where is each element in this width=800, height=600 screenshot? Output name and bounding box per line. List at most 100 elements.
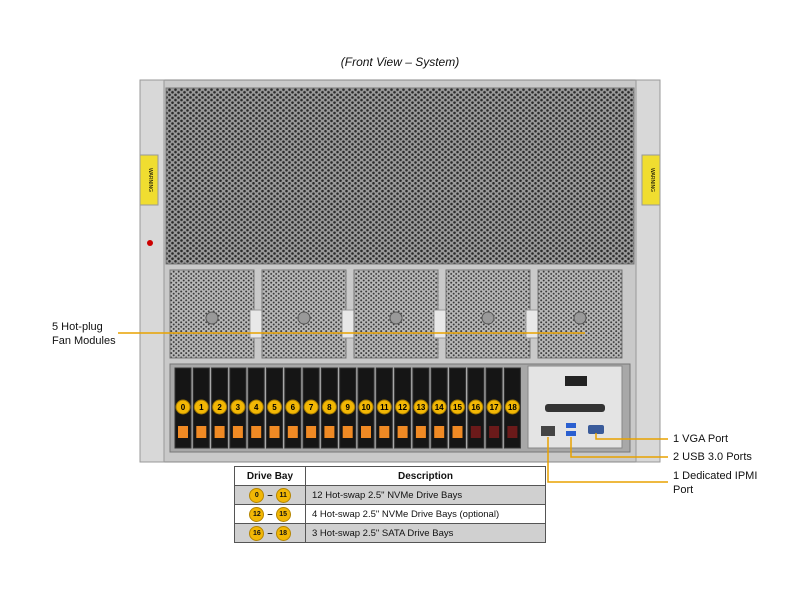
ipmi-port-label: 1 Dedicated IPMI Port	[673, 470, 758, 496]
fan-hub	[481, 311, 495, 325]
drive-number-badge	[358, 399, 374, 415]
table-row: 0–11 12 Hot-swap 2.5" NVMe Drive Bays	[234, 485, 546, 505]
figure-title: (Front View – System)	[340, 55, 460, 69]
table-header-row: Drive Bay Description	[234, 466, 546, 486]
drive-number: 5	[272, 403, 277, 412]
drive-number-badge	[395, 399, 411, 415]
drive-latch	[342, 426, 353, 438]
fan-hub	[297, 311, 311, 325]
drive-bay-9[interactable]: 9	[339, 367, 357, 449]
drive-bay-1[interactable]: 1	[192, 367, 210, 449]
drive-number: 11	[380, 403, 389, 412]
drive-number: 8	[327, 403, 332, 412]
drive-bay-10[interactable]: 10	[357, 367, 375, 449]
bay-badge: 0	[249, 487, 265, 503]
warning-text: WARNING	[649, 168, 655, 192]
drive-number-badge	[376, 399, 392, 415]
drive-bay-0[interactable]: 0	[174, 367, 192, 449]
row-description: 4 Hot-swap 2.5" NVMe Drive Bays (optiona…	[305, 504, 546, 524]
drive-bay-17[interactable]: 17	[485, 367, 503, 449]
fan-hub	[573, 311, 587, 325]
drive-number-badge	[248, 399, 264, 415]
header-drive-bay: Drive Bay	[234, 466, 306, 486]
drive-bay-7[interactable]: 7	[302, 367, 320, 449]
vga-port-label: 1 VGA Port	[673, 433, 729, 445]
callout-lines	[118, 332, 668, 483]
drive-latch	[415, 426, 426, 438]
drive-latch	[214, 426, 225, 438]
gpu-tray-grill	[165, 87, 635, 265]
drive-number: 3	[236, 403, 241, 412]
warning-text: WARNING	[147, 168, 153, 192]
drive-number: 12	[398, 403, 407, 412]
drive-number: 6	[291, 403, 296, 412]
fan-handle[interactable]	[525, 309, 539, 339]
drive-bay-table: Drive Bay Description 0–11 12 Hot-swap 2…	[234, 466, 546, 543]
drive-latch	[470, 426, 481, 438]
io-handle	[545, 404, 605, 412]
drive-number: 18	[508, 403, 517, 412]
table-row: 16–18 3 Hot-swap 2.5" SATA Drive Bays	[234, 523, 546, 543]
drive-latch	[251, 426, 262, 438]
ipmi-port	[541, 426, 555, 436]
right-warning-label	[641, 154, 661, 206]
drive-number: 17	[490, 403, 499, 412]
drive-bay-5[interactable]: 5	[266, 367, 283, 449]
drive-number-badge	[340, 399, 356, 415]
drive-bay-6[interactable]: 6	[284, 367, 302, 449]
drive-latch	[196, 426, 207, 438]
vga-port	[588, 425, 604, 434]
drive-number-badge	[303, 399, 319, 415]
row-description: 12 Hot-swap 2.5" NVMe Drive Bays	[305, 485, 546, 505]
bay-badge: 15	[275, 506, 291, 522]
bay-badge: 18	[275, 525, 291, 541]
drive-number: 7	[309, 403, 314, 412]
drive-number-badge	[230, 399, 246, 415]
drive-number: 16	[471, 403, 480, 412]
drive-latch	[324, 426, 335, 438]
header-description: Description	[305, 466, 546, 486]
drive-number: 10	[362, 403, 371, 412]
drive-number-badge	[504, 399, 520, 415]
drive-latch	[178, 426, 188, 438]
drive-bay-2[interactable]: 2	[211, 367, 229, 449]
fan-hub	[205, 311, 219, 325]
drive-latch	[434, 426, 445, 438]
fan-handle[interactable]	[249, 309, 263, 339]
io-slot	[565, 376, 587, 386]
drive-latch	[361, 426, 371, 438]
drive-number: 9	[345, 403, 350, 412]
drive-bay-18[interactable]: 18	[503, 367, 521, 449]
drive-number-badge	[285, 399, 301, 415]
drive-number: 2	[217, 403, 222, 412]
drive-bay-15[interactable]: 15	[449, 367, 466, 449]
drive-bay-16[interactable]: 16	[467, 367, 485, 449]
bay-badge: 11	[275, 487, 291, 503]
drive-number-badge	[450, 399, 465, 415]
drive-number-badge	[468, 399, 484, 415]
drive-bay-14[interactable]: 14	[430, 367, 448, 449]
power-led	[147, 240, 153, 246]
fan-handle[interactable]	[433, 309, 447, 339]
drive-latch	[452, 426, 463, 438]
table-row: 12–15 4 Hot-swap 2.5" NVMe Drive Bays (o…	[234, 504, 546, 524]
left-warning-label	[139, 154, 159, 206]
drive-bay-3[interactable]: 3	[229, 367, 247, 449]
drive-latch	[379, 426, 390, 438]
drive-number: 14	[435, 403, 444, 412]
fan-handle[interactable]	[341, 309, 355, 339]
drive-number-badge	[431, 399, 447, 415]
drive-number: 1	[199, 403, 204, 412]
usb-ports-label: 2 USB 3.0 Ports	[673, 451, 752, 463]
bay-badge: 16	[249, 525, 265, 541]
drive-bay-11[interactable]: 11	[375, 367, 393, 449]
drive-bay-12[interactable]: 12	[394, 367, 412, 449]
drive-bay-13[interactable]: 13	[412, 367, 430, 449]
drive-bay-8[interactable]: 8	[320, 367, 338, 449]
drive-bay-4[interactable]: 4	[247, 367, 265, 449]
right-rack-ear	[635, 79, 661, 463]
drive-latch	[397, 426, 408, 438]
drive-number-badge	[413, 399, 429, 415]
